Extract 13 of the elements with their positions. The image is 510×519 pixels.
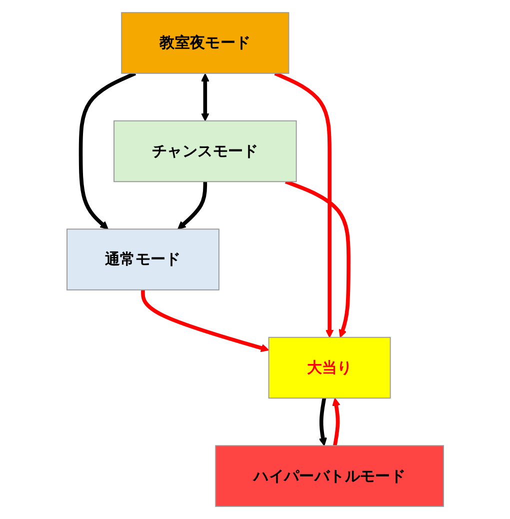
arrow <box>332 398 340 446</box>
node-box: 大当り <box>268 336 391 399</box>
arrow <box>177 182 207 230</box>
node-box: 教室夜モード <box>120 12 289 74</box>
arrow <box>78 72 136 230</box>
arrow <box>318 398 327 446</box>
node-box: チャンスモード <box>113 120 297 182</box>
arrow <box>200 73 210 122</box>
arrow <box>284 180 350 338</box>
node-box: 通常モード <box>66 228 220 290</box>
arrow <box>140 290 269 352</box>
node-box: ハイパーバトルモード <box>214 445 444 507</box>
arrow <box>274 72 334 338</box>
